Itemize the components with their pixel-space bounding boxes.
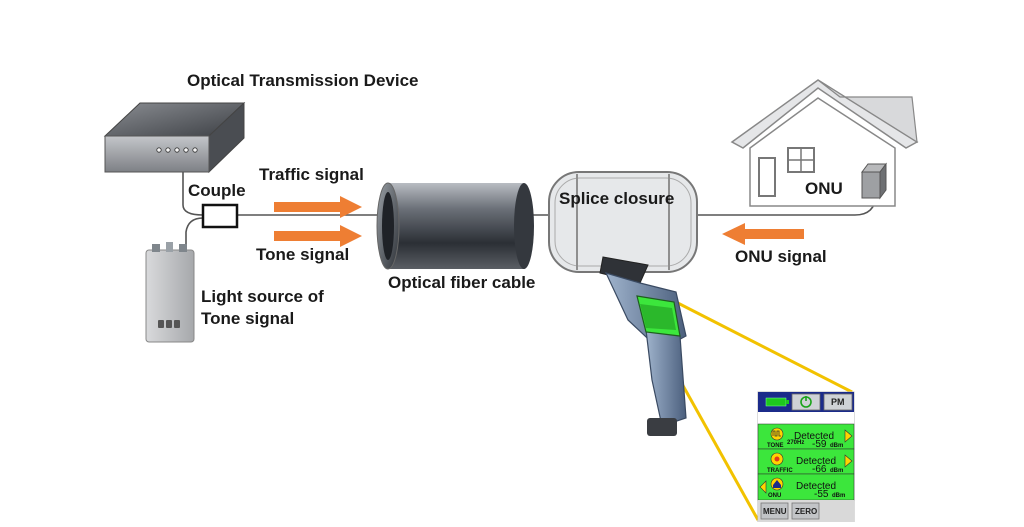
- tone-unit: dBm: [830, 443, 843, 449]
- traffic-row[interactable]: Detected TRAFFIC -66 dBm: [757, 448, 855, 475]
- onu-unit: dBm: [832, 493, 845, 499]
- tone-light-source: [145, 242, 195, 343]
- traffic-value: -66: [812, 464, 827, 475]
- onu-label: ONU: [805, 179, 843, 198]
- couple-label: Couple: [188, 181, 246, 200]
- light-source-label-line2: Tone signal: [201, 309, 294, 328]
- onu-signal-label: ONU signal: [735, 247, 827, 266]
- onu-box-icon: [861, 162, 887, 200]
- tone-row[interactable]: Detected TONE 270Hz -59 dBm: [757, 423, 855, 450]
- tone-value: -59: [812, 439, 827, 450]
- traffic-signal-arrow: [274, 196, 362, 218]
- splice-closure-icon: [548, 171, 698, 273]
- tone-next-arrow-icon: [844, 429, 853, 443]
- fiber-cable-icon: [376, 182, 534, 270]
- light-source-buttons: [158, 320, 180, 328]
- light-source-label-line1: Light source of: [201, 287, 324, 306]
- tone-frequency: 270Hz: [787, 440, 804, 446]
- zero-button-label: ZERO: [795, 507, 817, 516]
- traffic-status: Detected: [796, 456, 836, 467]
- fiber-cable-label: Optical fiber cable: [388, 273, 535, 292]
- pm-button-label: PM: [831, 397, 845, 407]
- zero-button[interactable]: ZERO: [791, 502, 820, 520]
- splice-closure-label: Splice closure: [559, 189, 674, 208]
- pm-button[interactable]: PM: [823, 393, 853, 411]
- tone-status: Detected: [794, 431, 834, 442]
- onu-status: Detected: [796, 481, 836, 492]
- menu-button-label: MENU: [763, 507, 787, 516]
- coupler-icon: [201, 203, 239, 229]
- traffic-tag: TRAFFIC: [767, 468, 793, 474]
- tone-signal-arrow: [274, 225, 362, 247]
- fiber-identifier-device: [599, 256, 687, 436]
- transmission-device: [103, 101, 246, 174]
- onu-value: -55: [814, 489, 829, 500]
- house-icon: [730, 79, 919, 207]
- onu-signal-arrow: [722, 223, 804, 245]
- instrument-screen: PM Detected TONE 270Hz -59 dBm Detected …: [757, 391, 855, 523]
- onu-tag: ONU: [768, 493, 781, 499]
- traffic-next-arrow-icon: [844, 454, 853, 468]
- tone-tag: TONE: [767, 443, 784, 449]
- traffic-signal-label: Traffic signal: [259, 165, 364, 184]
- tone-signal-label: Tone signal: [256, 245, 349, 264]
- onu-row[interactable]: Detected ONU -55 dBm: [757, 473, 855, 501]
- power-button[interactable]: [791, 393, 821, 411]
- menu-button[interactable]: MENU: [760, 502, 789, 520]
- traffic-unit: dBm: [830, 468, 843, 474]
- battery-icon: [765, 397, 789, 407]
- device-ports: [156, 147, 198, 153]
- onu-prev-arrow-icon: [759, 480, 767, 494]
- transmission-device-label: Optical Transmission Device: [187, 71, 418, 90]
